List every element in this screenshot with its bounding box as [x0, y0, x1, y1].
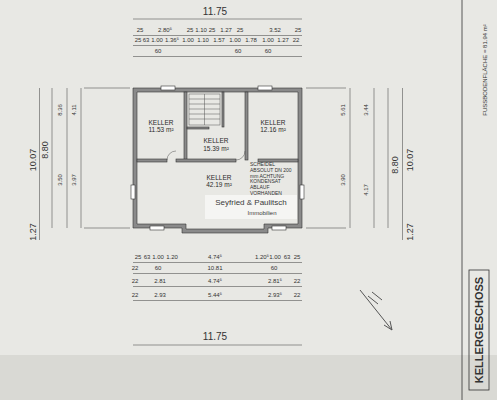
dimension: 1.27 [406, 223, 415, 241]
dimension: 1.27 [220, 27, 232, 33]
dimension: 25 [295, 27, 302, 33]
dimension: 22 [132, 292, 139, 298]
dimension: 2.81 [154, 278, 166, 284]
room: KELLER15.39 m² [190, 131, 242, 158]
dimension: 22 [293, 37, 300, 43]
dimension: 2.93⁵ [268, 292, 282, 298]
dimension: 1.00 [182, 37, 194, 43]
dimension: 1.00 [152, 254, 164, 260]
title-frame [462, 0, 489, 400]
dimension: 22 [132, 265, 139, 271]
room: KELLER11.53 m² [139, 94, 183, 158]
walls [131, 86, 304, 233]
dimension: 11.75 [203, 7, 227, 17]
dimension: 5.61 [340, 104, 346, 116]
watermark: Seyfried & Paulitsch [215, 199, 287, 207]
watermark-plate [205, 195, 297, 219]
dimension: 4.11 [71, 104, 77, 115]
dimension: 3.44 [363, 104, 369, 116]
dimension: 60 [265, 48, 272, 54]
floor-area-note: FUSSBODENFLÄCHE = 81.94 m² [482, 24, 488, 116]
dimension: 1.27 [277, 37, 289, 43]
room-name: KELLER [261, 119, 286, 126]
dimension: 10.07 [29, 149, 38, 172]
dimension: 1.57 [213, 37, 225, 43]
dimension: 3.52 [269, 27, 281, 33]
dimension: 22 [294, 278, 301, 284]
dimension: 22 [294, 292, 301, 298]
dimension: 1.78 [245, 37, 257, 43]
dimension-lines [40, 19, 403, 345]
stairs [167, 94, 245, 160]
room-area: 42.19 m² [206, 181, 232, 188]
dimension: 4.74⁵ [208, 254, 222, 260]
dimension: 1.00 [262, 37, 274, 43]
dimension: 1.00 [269, 254, 281, 260]
dimension: 2.93 [154, 292, 166, 298]
dimension: 3.50 [57, 174, 63, 186]
dimension: 25 [187, 27, 194, 33]
shadow [0, 355, 497, 400]
dimension: 60 [155, 48, 162, 54]
note: SCHEIDEL ABSOLUT DN 200 mm ACHTUNG KONDE… [250, 162, 298, 197]
dimension: 2.81⁵ [268, 278, 282, 284]
dimension: 60 [271, 265, 278, 271]
dimension: 8.36 [57, 104, 63, 116]
dimension: 3.97 [71, 174, 77, 186]
dimension: 1.20 [166, 254, 178, 260]
dimension: 10.81 [207, 265, 222, 271]
room-area: 12.16 m² [260, 126, 286, 133]
room-name: KELLER [149, 119, 174, 126]
dimension: 1.10 [195, 27, 207, 33]
dimension: 63 [284, 254, 291, 260]
dimension: 25 [209, 27, 216, 33]
dimension: 11.75 [203, 332, 227, 342]
dimension: 1.00 [151, 37, 163, 43]
dimension: 1.20⁵ [255, 254, 269, 260]
dimension: 4.74⁵ [208, 278, 222, 284]
room: KELLER12.16 m² [250, 94, 296, 158]
dimension: 63 [144, 254, 151, 260]
room-name: KELLER [204, 137, 229, 144]
dimension: 10.07 [406, 149, 415, 172]
dimension: 1.27 [29, 223, 38, 241]
dimension: 25 [135, 37, 142, 43]
dimension: 25 [135, 254, 142, 260]
room-area: 11.53 m² [148, 126, 173, 133]
dimension: 2.80⁵ [158, 27, 172, 33]
dimension: 22 [132, 278, 139, 284]
dimension: 3.90 [340, 174, 346, 186]
dimension: 25 [294, 254, 301, 260]
room-name: KELLER [207, 174, 232, 181]
watermark: Immobilien [247, 210, 276, 216]
dimension: 60 [155, 265, 162, 271]
dimension: 63 [143, 37, 150, 43]
dimension: 1.36⁵ [165, 37, 179, 43]
dimension: 5.44⁵ [208, 292, 222, 298]
dimension: 4.17 [363, 184, 369, 196]
room-area: 15.39 m² [203, 145, 229, 152]
room: KELLER42.19 m² [190, 168, 248, 194]
dimension: 1.00 [229, 37, 241, 43]
dimension: 25 [237, 27, 244, 33]
dimension: 60 [235, 48, 242, 54]
north-arrow [360, 290, 392, 330]
dimension: 8.80 [41, 141, 50, 159]
dimension: 25 [137, 27, 144, 33]
dimension: 1.10 [197, 37, 209, 43]
dimension: 8.80 [391, 156, 400, 174]
sheet-title: KELLERGESCHOSS [474, 277, 485, 383]
